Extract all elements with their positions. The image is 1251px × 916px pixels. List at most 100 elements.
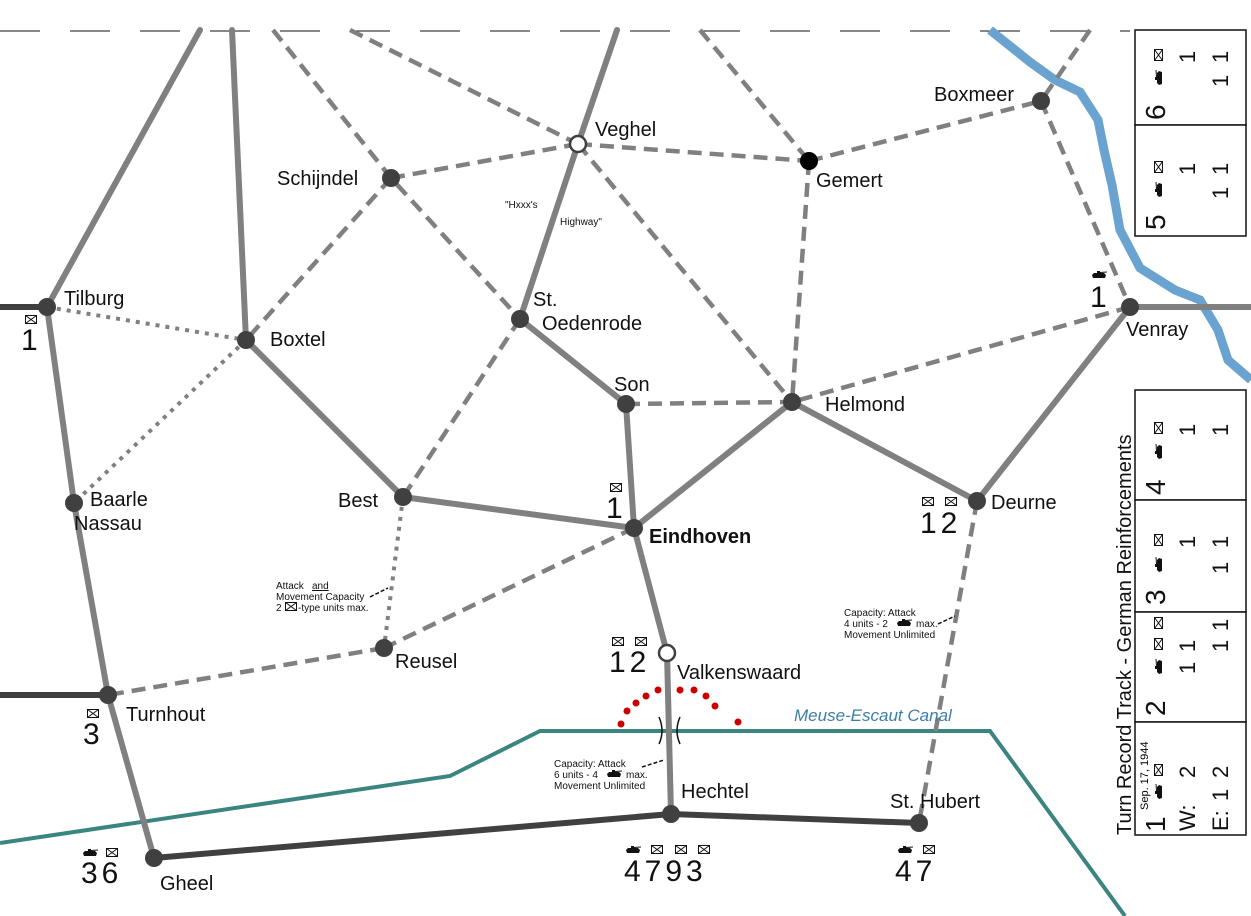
- tank-icon: [1092, 271, 1107, 278]
- node-st-oedenrode[interactable]: [511, 310, 529, 328]
- label-turnhout: Turnhout: [126, 704, 206, 726]
- turn-number: 6: [1140, 104, 1171, 120]
- highway-label-2: Highway": [560, 217, 602, 228]
- infantry-icon: [945, 497, 957, 506]
- infantry-icon: [1154, 422, 1163, 434]
- tank-icon: [83, 849, 98, 856]
- city-labels: Veghel Schijndel Gemert Boxmeer Tilburg …: [64, 84, 1188, 895]
- node-valkenswaard[interactable]: [657, 643, 677, 663]
- label-tilburg: Tilburg: [64, 288, 124, 310]
- infantry-icon: [106, 848, 118, 857]
- infantry-icon: [612, 637, 624, 646]
- e-inf: 1: [1208, 619, 1233, 631]
- units-eindhoven: 1: [606, 492, 627, 525]
- node-deurne[interactable]: [968, 492, 986, 510]
- node-veghel[interactable]: [568, 134, 588, 154]
- node-st-hubert[interactable]: [910, 814, 928, 832]
- note-line: 4 units - 2: [844, 619, 888, 630]
- node-best[interactable]: [394, 488, 412, 506]
- e-inf: 1: [1208, 51, 1233, 63]
- city-nodes: [38, 92, 1139, 867]
- label-gheel: Gheel: [160, 873, 213, 895]
- node-tilburg[interactable]: [38, 298, 56, 316]
- node-son[interactable]: [617, 395, 635, 413]
- infantry-icon: [610, 483, 622, 492]
- node-eindhoven[interactable]: [625, 519, 643, 537]
- label-st-oedenrode-1: St.: [533, 289, 557, 311]
- note-line: -type units max.: [298, 603, 369, 614]
- units-valkenswaard: 12: [609, 646, 650, 679]
- label-st-hubert: St. Hubert: [890, 791, 980, 813]
- node-helmond[interactable]: [783, 393, 801, 411]
- label-eindhoven: Eindhoven: [649, 526, 751, 548]
- note-line: 6 units - 4: [554, 770, 598, 781]
- infantry-icon: [651, 845, 663, 854]
- e-tank: 1: [1208, 562, 1233, 574]
- units-gheel: 36: [81, 857, 122, 890]
- note-reusel: Attack and Movement Capacity 2 -type uni…: [276, 581, 389, 614]
- tank-icon: [626, 846, 641, 853]
- note-line: Attack: [276, 581, 305, 592]
- node-reusel[interactable]: [375, 639, 393, 657]
- w-inf: 1: [1175, 640, 1200, 652]
- turn-2-cell: 2 1 1 1 1: [1140, 617, 1233, 716]
- w-inf: 1: [1175, 424, 1200, 436]
- node-boxtel[interactable]: [237, 331, 255, 349]
- note-hechtel: Capacity: Attack 6 units - 4 max. Moveme…: [554, 759, 665, 792]
- w-tank: 1: [1175, 662, 1200, 674]
- infantry-icon: [1154, 534, 1163, 546]
- tank-icon: [898, 846, 913, 853]
- infantry-icon: [1154, 161, 1163, 173]
- e-inf: 1: [1208, 536, 1233, 548]
- label-veghel: Veghel: [595, 119, 656, 141]
- turn-3-cell: 3 1 1 1: [1140, 534, 1233, 605]
- e-tank: 1: [1208, 187, 1233, 199]
- label-deurne: Deurne: [991, 492, 1057, 514]
- note-line: max.: [626, 770, 648, 781]
- highway-label-1: "Hxxx's: [505, 200, 538, 211]
- label-valkenswaard: Valkenswaard: [677, 662, 801, 684]
- units-deurne: 12: [920, 507, 961, 540]
- infantry-icon: [1154, 638, 1163, 650]
- note-line: Movement Capacity: [276, 592, 364, 603]
- label-baarle-1: Baarle: [90, 489, 148, 511]
- note-line: Movement Unlimited: [554, 781, 645, 792]
- infantry-icon: [1154, 617, 1163, 629]
- infantry-icon: [698, 845, 710, 854]
- label-baarle-2: Nassau: [74, 513, 142, 535]
- tank-icon: [607, 770, 622, 777]
- e-tank: 1: [1208, 789, 1233, 801]
- e-inf: 1: [1208, 640, 1233, 652]
- note-line: max.: [916, 619, 938, 630]
- note-st-hubert: Capacity: Attack 4 units - 2 max. Moveme…: [844, 608, 956, 641]
- infantry-icon: [675, 845, 687, 854]
- e-inf: 1: [1208, 163, 1233, 175]
- meuse-escaut-canal: [0, 729, 1127, 916]
- w-inf: 1: [1175, 536, 1200, 548]
- units-hechtel: 4793: [624, 855, 707, 888]
- infantry-icon: [1154, 49, 1163, 61]
- node-gheel[interactable]: [145, 849, 163, 867]
- turn-1-cell: 1 Sep. 17, 1944 W: 2 E: 1 2: [1139, 741, 1233, 832]
- node-schijndel[interactable]: [382, 169, 400, 187]
- infantry-icon: [25, 315, 37, 324]
- node-venray[interactable]: [1121, 298, 1139, 316]
- w-inf: 1: [1175, 51, 1200, 63]
- infantry-icon: [922, 497, 934, 506]
- node-boxmeer[interactable]: [1032, 92, 1050, 110]
- infantry-icon: [635, 637, 647, 646]
- node-baarle-nassau[interactable]: [65, 494, 83, 512]
- node-turnhout[interactable]: [99, 686, 117, 704]
- infantry-icon: [285, 602, 297, 611]
- tank-icon: [897, 619, 912, 626]
- unit-markers: 1 3 36 1 12 12 4793 47 1: [21, 271, 1107, 890]
- turn-6-cell: 6 1 1 1: [1140, 49, 1233, 120]
- label-reusel: Reusel: [395, 651, 457, 673]
- node-hechtel[interactable]: [662, 805, 680, 823]
- note-line: and: [312, 581, 329, 592]
- infantry-icon: [923, 845, 935, 854]
- label-st-oedenrode-2: Oedenrode: [542, 313, 642, 335]
- note-line: Capacity: Attack: [844, 608, 917, 619]
- node-gemert[interactable]: [800, 152, 818, 170]
